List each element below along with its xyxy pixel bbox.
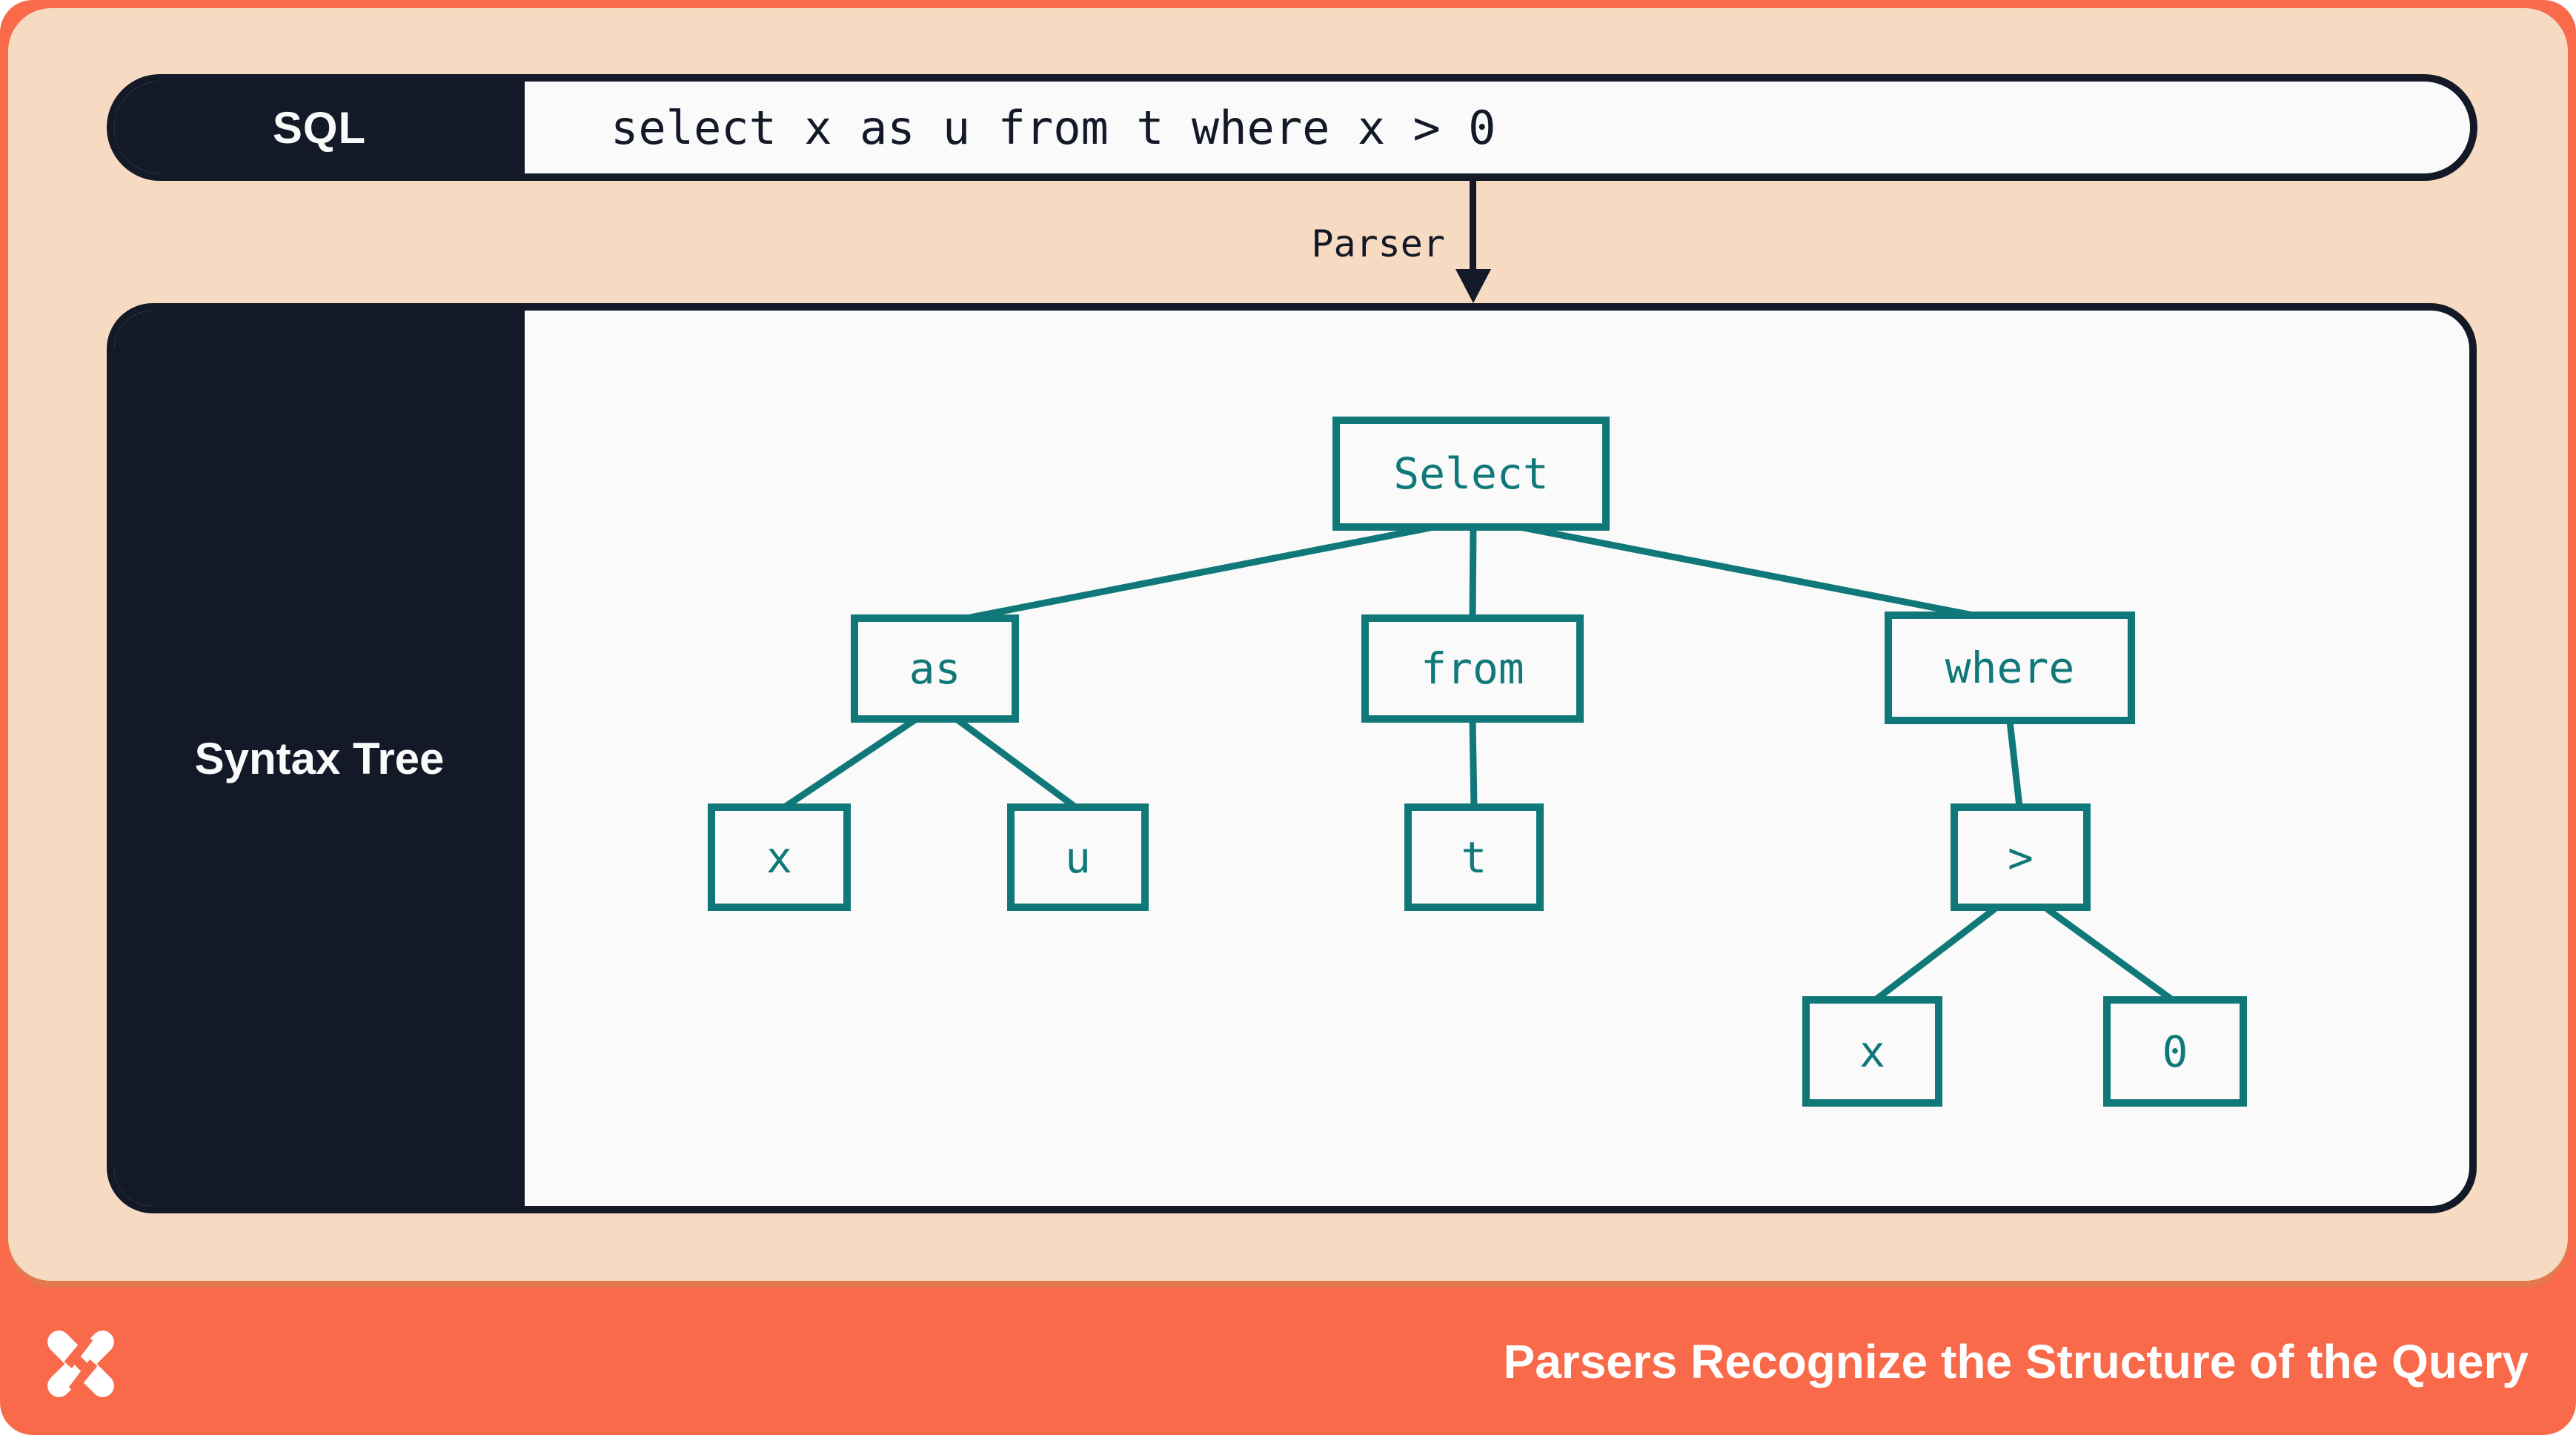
- tree-node-x2-label: x: [1859, 1026, 1885, 1077]
- tree-node-zero-label: 0: [2162, 1026, 2188, 1077]
- parser-label: Parser: [1311, 222, 1445, 265]
- tree-node-as-label: as: [909, 643, 961, 694]
- sql-query-cell: select x as u from t where x > 0: [525, 82, 2470, 173]
- tree-node-x-predicate: x: [1802, 996, 1942, 1107]
- tree-node-gt-label: >: [2008, 832, 2034, 883]
- tree-node-where-label: where: [1945, 643, 2075, 693]
- tree-node-where: where: [1885, 612, 2135, 724]
- footer-title: Parsers Recognize the Structure of the Q…: [1503, 1335, 2529, 1388]
- sql-bar: SQL select x as u from t where x > 0: [107, 74, 2477, 181]
- tree-node-select: Select: [1332, 417, 1610, 531]
- sql-bar-label-cell: SQL: [114, 82, 525, 173]
- syntax-tree-panel: Syntax Tree: [107, 303, 2477, 1213]
- tree-node-zero: 0: [2103, 996, 2247, 1107]
- parser-arrow-line: [1470, 181, 1476, 274]
- parser-arrow-head-icon: [1455, 269, 1491, 303]
- tree-node-x-alias-source: x: [708, 803, 851, 911]
- tree-node-t: t: [1404, 803, 1544, 911]
- tree-node-t-label: t: [1461, 832, 1487, 883]
- sql-query-text: select x as u from t where x > 0: [611, 100, 1496, 155]
- tree-node-u-label: u: [1065, 832, 1091, 883]
- x-pinwheel-logo-icon: [47, 1330, 114, 1397]
- tree-node-from-label: from: [1421, 643, 1524, 694]
- tree-node-x1-label: x: [766, 832, 792, 883]
- tree-node-as: as: [851, 614, 1019, 723]
- syntax-tree-label: Syntax Tree: [194, 733, 445, 783]
- tree-node-select-label: Select: [1393, 448, 1549, 499]
- tree-node-u: u: [1007, 803, 1149, 911]
- tree-node-greater-than: >: [1951, 803, 2091, 911]
- tree-node-from: from: [1361, 614, 1584, 723]
- sql-bar-label: SQL: [272, 102, 367, 153]
- syntax-tree-label-col: Syntax Tree: [114, 311, 525, 1206]
